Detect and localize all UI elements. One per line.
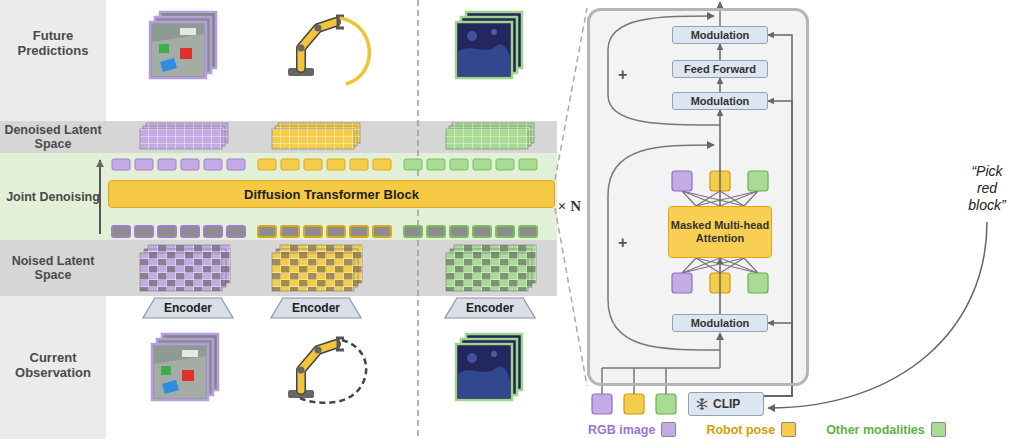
node-text: Encoder [466, 301, 514, 315]
latent-grid [446, 245, 536, 291]
prompt-leader [768, 222, 987, 408]
band-region: Denoised Latent Space [0, 121, 557, 153]
legend-swatch [931, 422, 946, 437]
modulation-box: Modulation [672, 26, 768, 44]
rgb-image [152, 334, 218, 400]
snowflake [697, 398, 707, 410]
input-lines [602, 368, 720, 394]
node-text: Encoder [164, 301, 212, 315]
legend-item: Other modalities [826, 422, 946, 437]
input-tokens-right [592, 394, 676, 414]
flow-arrow [719, 110, 721, 206]
block-fill [587, 8, 809, 386]
zoom-line [555, 8, 587, 180]
encoder-box: Encoder [444, 297, 536, 319]
zoom-line [555, 208, 587, 386]
encoder-box: Encoder [142, 297, 234, 319]
modulation-box: Feed Forward [672, 60, 768, 78]
latent-grid [140, 245, 230, 291]
legend-text: RGB image [588, 423, 655, 437]
row-label: Current Observation [3, 350, 103, 380]
repeat-label: × N [558, 198, 581, 215]
plus-sign: + [618, 234, 627, 252]
robot-arm [288, 338, 344, 398]
pose-trajectory [300, 340, 366, 403]
output-arrow [719, 2, 721, 26]
node-text: Modulation [691, 29, 750, 41]
output-tokens [112, 159, 537, 170]
flow-arrow [719, 78, 721, 92]
divider-line [417, 0, 419, 439]
node-text: Modulation [691, 95, 750, 107]
flow-arrow [719, 44, 721, 60]
denoised-latents [140, 123, 534, 149]
flow-arrow [719, 258, 721, 314]
legend-text: Other modalities [826, 423, 925, 437]
legend-item: Robot pose [706, 422, 796, 437]
node-text: Modulation [691, 317, 750, 329]
legend-text: Robot pose [706, 423, 775, 437]
depth-image [456, 12, 522, 78]
attention-box: Masked Multi-head Attention [668, 206, 772, 258]
band-fill [0, 121, 557, 153]
modulation-box: Modulation [672, 314, 768, 332]
future-images [150, 12, 522, 84]
encoder-box: Encoder [270, 297, 362, 319]
band-region: Joint Denoising Diffusion Transformer Blo… [0, 153, 557, 240]
robot-arm [288, 16, 344, 76]
band-fill [0, 240, 557, 296]
latent-grid [272, 245, 362, 291]
current-images [152, 334, 522, 403]
node-text: Denoised Latent Space [3, 123, 103, 151]
node-text: Encoder [292, 301, 340, 315]
row-label: Future Predictions [3, 28, 103, 58]
pose-trajectory [340, 18, 369, 84]
latent-grid [140, 123, 228, 149]
modulation-box: Modulation [672, 92, 768, 110]
encoder-shape [445, 298, 535, 318]
legend-item: RGB image [588, 422, 676, 437]
node-text: Diffusion Transformer Block [244, 187, 419, 202]
frozen-icon [695, 397, 709, 411]
legend-swatch [661, 422, 676, 437]
plus-sign: + [618, 66, 627, 84]
clip-box: CLIP [688, 392, 764, 416]
latent-grid [272, 123, 360, 149]
noised-latents [140, 245, 536, 291]
encoder-shape [271, 298, 361, 318]
input-arrow [719, 333, 721, 368]
node-text: Noised Latent Space [3, 254, 103, 282]
depth-image [456, 334, 522, 400]
node-text: Feed Forward [684, 63, 756, 75]
band-region: Noised Latent Space [0, 240, 557, 296]
transformer-block: × NModulationFeed ForwardModulationMaske… [587, 8, 809, 386]
input-tokens [112, 226, 537, 237]
encoder-shape [143, 298, 233, 318]
band-fill [0, 153, 557, 240]
latent-grid [446, 123, 534, 149]
transformer-bar: Diffusion Transformer Block [108, 180, 555, 208]
node-text: Joint Denoising [3, 190, 103, 204]
legend: RGB image Robot pose Other modalities [588, 422, 976, 437]
prompt-text: “Pick red block” [961, 163, 1013, 214]
rgb-image [150, 12, 216, 78]
node-text: Masked Multi-head Attention [669, 219, 771, 245]
node-text: CLIP [713, 397, 740, 411]
legend-swatch [781, 422, 796, 437]
